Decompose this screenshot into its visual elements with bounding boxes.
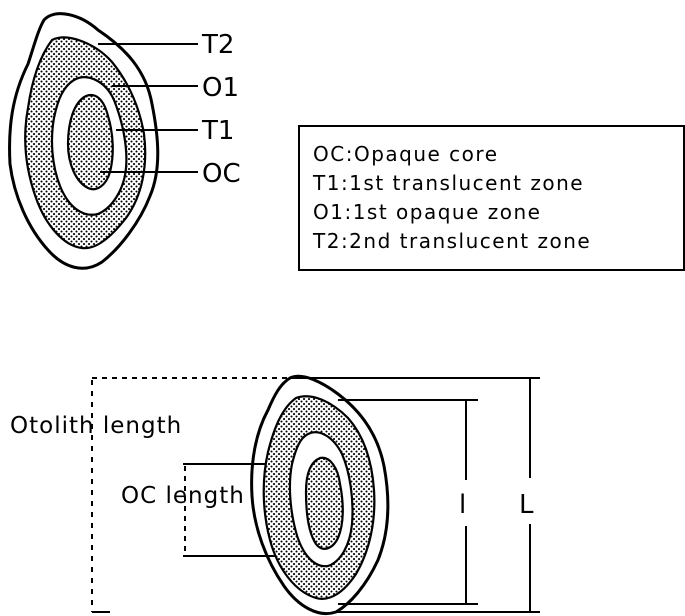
t1-label: T1 — [201, 116, 234, 146]
l-small-label: l — [459, 490, 466, 520]
o1-label: O1 — [202, 73, 239, 103]
top-outer-outline — [8, 12, 160, 270]
legend-frame — [298, 125, 685, 271]
bottom-opaque-core-oc — [304, 456, 344, 550]
measurement-diagram: Otolith length OC length l L — [10, 374, 540, 615]
t2-label: T2 — [201, 30, 234, 60]
top-opaque-core-oc — [66, 93, 114, 191]
legend-item-t2: T2:2nd translucent zone — [312, 229, 591, 253]
otolith-length-label: Otolith length — [10, 413, 182, 439]
legend-box: OC:Opaque core T1:1st translucent zone O… — [298, 125, 685, 271]
legend-item-oc: OC:Opaque core — [313, 142, 499, 166]
oc-length-label: OC length — [121, 483, 245, 509]
legend-item-t1: T1:1st translucent zone — [312, 171, 584, 195]
oc-label: OC — [202, 159, 241, 189]
top-otolith: T2 O1 T1 OC — [8, 12, 241, 270]
legend-item-o1: O1:1st opaque zone — [313, 200, 541, 224]
l-big-label: L — [519, 490, 534, 520]
